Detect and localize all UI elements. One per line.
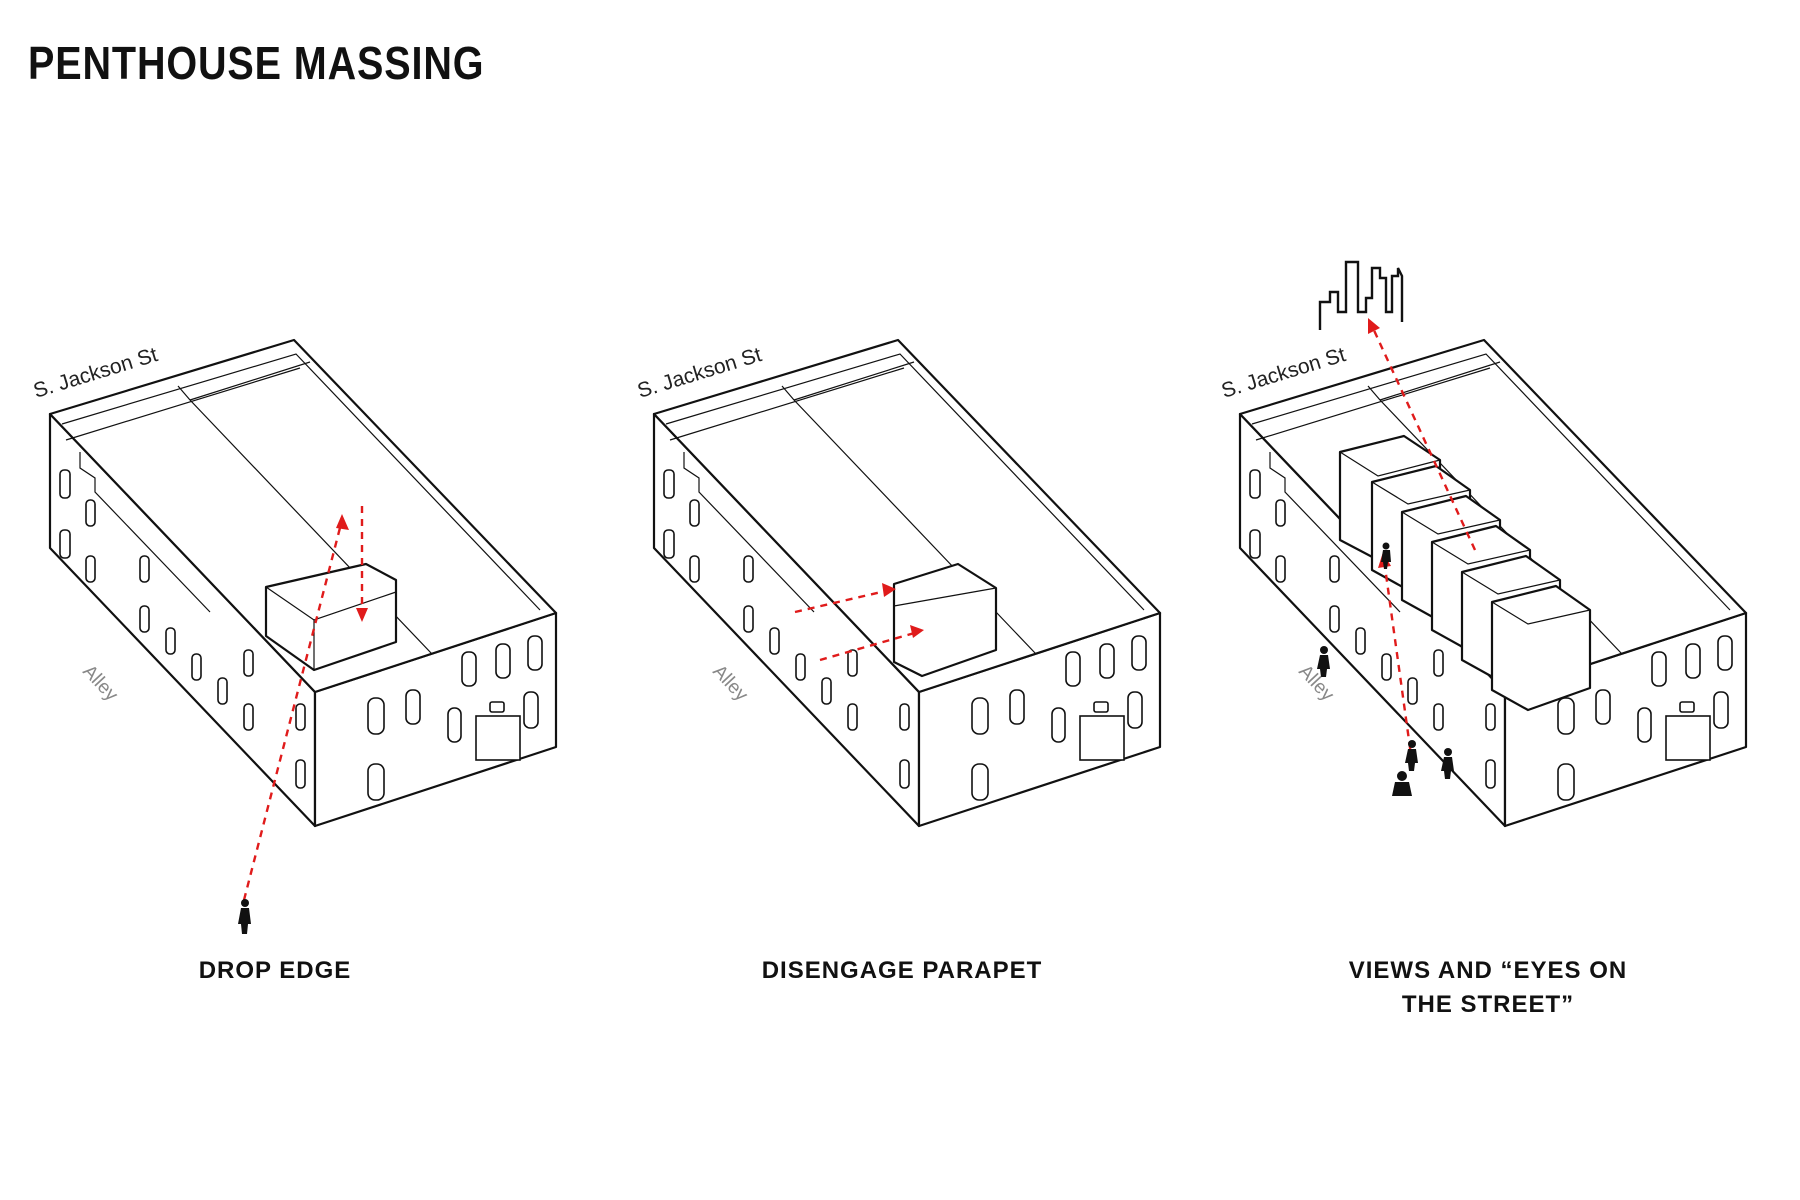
penthouse-volume — [264, 562, 398, 672]
skyline-icon — [1318, 260, 1404, 330]
alley-label: Alley — [708, 661, 752, 706]
panel-caption-line-1: VIEWS AND “EYES ON — [1349, 957, 1627, 984]
person-figures — [1317, 542, 1454, 796]
panel-disengage-parapet: S. Jackson St Alley DISENGAGE PARAPET — [635, 338, 1162, 984]
penthouse-volumes — [1338, 434, 1592, 712]
page-title: PENTHOUSE MASSING — [28, 37, 485, 89]
alley-label: Alley — [78, 661, 122, 706]
panel-caption-line-2: THE STREET” — [1402, 991, 1574, 1018]
panel-drop-edge: S. Jackson St Alley DROP EDGE — [31, 338, 558, 984]
person-figure — [238, 899, 251, 934]
panel-views-eyes-on-street: S. Jackson St Alley VIEWS AND “EYES ON T… — [1219, 260, 1748, 1018]
penthouse-volume — [892, 562, 998, 678]
alley-label: Alley — [1294, 661, 1338, 706]
panel-caption: DROP EDGE — [199, 957, 352, 984]
panel-caption: DISENGAGE PARAPET — [762, 957, 1043, 984]
sightline-arrows — [242, 506, 368, 901]
sightline-arrows — [794, 583, 924, 662]
